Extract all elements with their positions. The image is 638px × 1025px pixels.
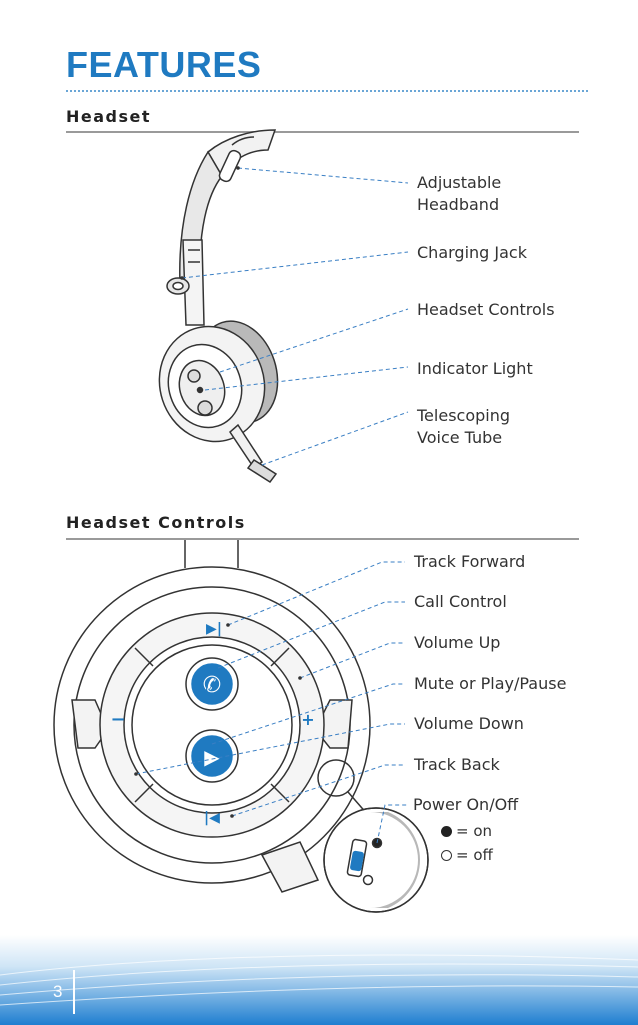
section-divider-controls bbox=[66, 538, 579, 540]
label-volume-down: Volume Down bbox=[414, 714, 524, 733]
track-back-icon: |◀ bbox=[204, 810, 220, 826]
power-switch-zoom bbox=[323, 807, 429, 913]
label-call-control: Call Control bbox=[414, 592, 507, 611]
legend-on-text: = on bbox=[456, 822, 493, 840]
section-heading-headset: Headset bbox=[66, 107, 152, 126]
earcup-front-drawing bbox=[53, 540, 371, 893]
label-power-on-off: Power On/Off bbox=[413, 795, 519, 814]
legend-off-text: = off bbox=[456, 846, 493, 864]
label-volume-up: Volume Up bbox=[414, 633, 501, 652]
section-divider-headset bbox=[66, 131, 579, 133]
page-number-divider bbox=[73, 970, 75, 1014]
volume-down-icon: − bbox=[110, 709, 125, 730]
label-adjustable-headband: Adjustable Headband bbox=[417, 173, 502, 214]
earcup-drawing bbox=[158, 320, 279, 443]
controls-leader-lines bbox=[135, 561, 408, 844]
zoom-marker bbox=[317, 759, 355, 797]
voice-tube-drawing bbox=[229, 423, 278, 484]
label-telescoping-voice-tube: Telescoping Voice Tube bbox=[417, 406, 511, 447]
footer-wave-band bbox=[0, 935, 638, 1025]
headset-leader-lines bbox=[181, 167, 409, 466]
volume-up-icon: + bbox=[301, 710, 314, 729]
headband-drawing bbox=[166, 129, 277, 326]
label-track-forward: Track Forward bbox=[414, 552, 526, 571]
page-number: 3 bbox=[53, 982, 63, 1001]
mute-play-pause-icon: ▶ bbox=[204, 745, 220, 769]
legend-on-dot bbox=[441, 826, 452, 837]
label-charging-jack: Charging Jack bbox=[417, 243, 527, 262]
phone-icon: ✆ bbox=[203, 673, 221, 698]
label-indicator-light: Indicator Light bbox=[417, 359, 533, 378]
title-divider bbox=[66, 90, 588, 92]
legend-off-dot bbox=[441, 850, 452, 861]
section-heading-headset-controls: Headset Controls bbox=[66, 513, 246, 532]
page-title: FEATURES bbox=[66, 44, 262, 85]
label-track-back: Track Back bbox=[414, 755, 500, 774]
label-mute-play-pause: Mute or Play/Pause bbox=[414, 674, 567, 693]
label-headset-controls: Headset Controls bbox=[417, 300, 555, 319]
track-forward-icon: ▶| bbox=[206, 621, 222, 637]
